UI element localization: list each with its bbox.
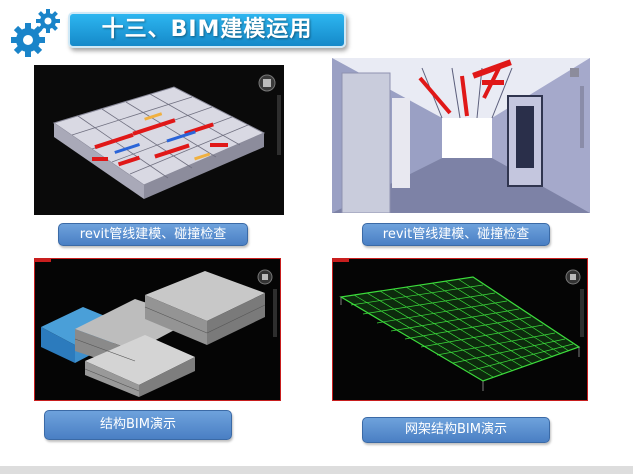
image-space-frame bbox=[332, 258, 588, 401]
caption-structure-text: 结构BIM演示 bbox=[100, 417, 176, 432]
view-cube-icon bbox=[258, 74, 281, 155]
view-cube-icon-4 bbox=[565, 269, 584, 337]
caption-structure: 结构BIM演示 bbox=[44, 410, 232, 440]
caption-corridor-text: revit管线建模、碰撞检查 bbox=[382, 227, 530, 242]
caption-mep-model: revit管线建模、碰撞检查 bbox=[58, 223, 248, 246]
view-cube-icon-3 bbox=[257, 269, 277, 337]
title-bar: 十三、BIM建模运用 bbox=[68, 12, 346, 48]
caption-space-frame: 网架结构BIM演示 bbox=[362, 417, 550, 443]
bottom-divider bbox=[0, 466, 633, 474]
view-cube-icon-2 bbox=[570, 68, 584, 148]
gears-icon bbox=[11, 9, 60, 57]
image-corridor bbox=[332, 58, 590, 213]
image-structure-model bbox=[34, 258, 281, 401]
image-mep-model bbox=[34, 65, 284, 215]
caption-space-frame-text: 网架结构BIM演示 bbox=[405, 422, 507, 437]
slide-title: 十三、BIM建模运用 bbox=[101, 17, 313, 42]
caption-corridor: revit管线建模、碰撞检查 bbox=[362, 223, 550, 246]
caption-mep-model-text: revit管线建模、碰撞检查 bbox=[79, 227, 227, 242]
